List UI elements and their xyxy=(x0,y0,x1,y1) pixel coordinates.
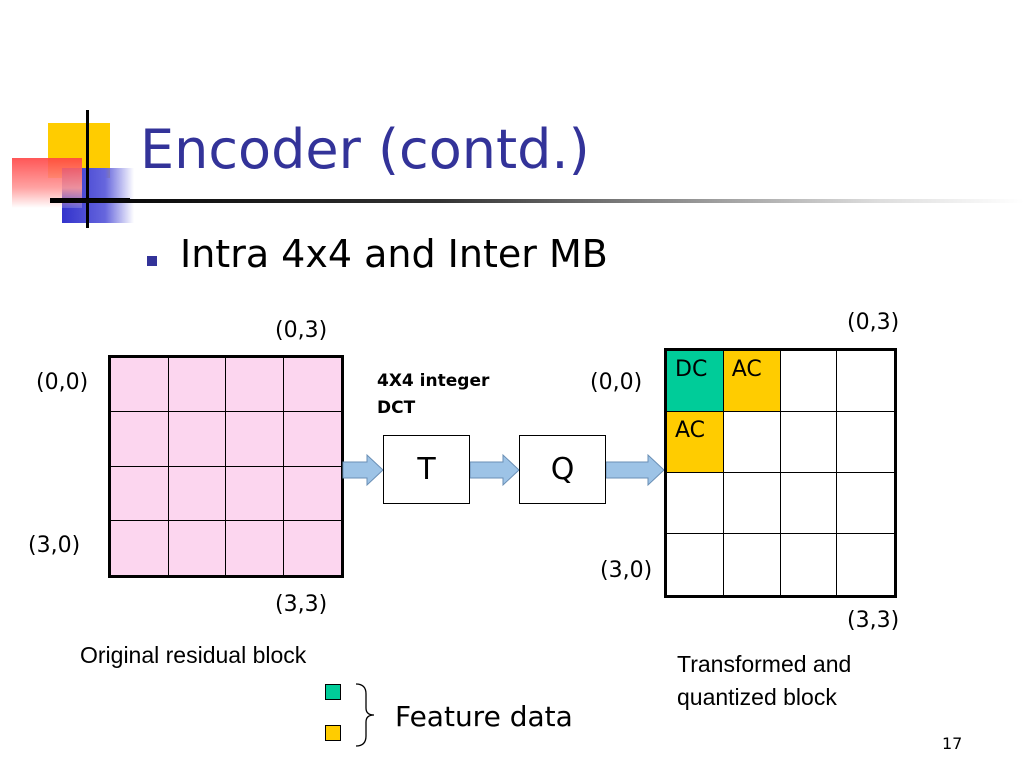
right-block-cell xyxy=(780,412,838,473)
right-block-cell xyxy=(780,473,838,534)
left-block-cell xyxy=(226,412,284,467)
left-label-bottom-left: (3,0) xyxy=(28,533,81,558)
right-label-bottom-left: (3,0) xyxy=(600,558,653,583)
left-block-cell xyxy=(226,520,284,575)
left-block-cell xyxy=(168,412,226,467)
right-block-cell xyxy=(837,473,894,534)
left-block-caption: Original residual block xyxy=(80,642,307,668)
transform-box: T xyxy=(383,435,470,504)
right-block-cell xyxy=(837,412,894,473)
right-block-cell xyxy=(837,351,894,412)
left-block-cell xyxy=(283,466,341,521)
right-label-top-left: (0,0) xyxy=(590,370,643,395)
legend-brace xyxy=(355,683,375,747)
ac-coefficient-cell: AC xyxy=(723,351,781,412)
right-label-bottom-right: (3,3) xyxy=(847,608,900,633)
left-block-cell xyxy=(111,466,169,521)
right-block-cell xyxy=(667,534,724,595)
left-block-cell xyxy=(226,358,284,413)
left-block-cell xyxy=(168,358,226,413)
right-block-cell xyxy=(780,534,838,595)
logo-vertical-line xyxy=(86,110,89,228)
arrow-quant-to-output xyxy=(605,453,665,487)
right-block-cell xyxy=(837,534,894,595)
left-block-cell xyxy=(168,466,226,521)
right-caption-line2: quantized block xyxy=(677,684,837,710)
left-label-top-left: (0,0) xyxy=(36,370,89,395)
ac-coefficient-cell: AC xyxy=(667,412,724,473)
arrow-block-to-transform xyxy=(342,453,384,487)
right-caption-line1: Transformed and xyxy=(677,651,852,677)
right-label-top-right: (0,3) xyxy=(847,310,900,335)
right-block-cell xyxy=(723,534,781,595)
title-underline xyxy=(50,199,1024,203)
legend-text: Feature data xyxy=(395,700,573,733)
right-block-cell xyxy=(780,351,838,412)
left-label-top-right: (0,3) xyxy=(275,318,328,343)
dct-label-line1: 4X4 integer xyxy=(377,371,490,391)
arrow-transform-to-quant xyxy=(469,453,520,487)
left-block-cell xyxy=(111,412,169,467)
left-block-cell xyxy=(168,520,226,575)
bullet-marker xyxy=(147,256,157,266)
left-block-cell xyxy=(111,358,169,413)
dc-coefficient-cell: DC xyxy=(667,351,724,412)
left-block-cell xyxy=(283,358,341,413)
slide-logo-decoration xyxy=(0,100,140,230)
bullet-text: Intra 4x4 and Inter MB xyxy=(180,232,608,276)
left-block-cell xyxy=(283,520,341,575)
right-block-cell xyxy=(723,473,781,534)
dct-label: 4X4 integer DCT xyxy=(377,368,489,422)
legend-dc-swatch xyxy=(325,684,341,700)
right-block-cell xyxy=(667,473,724,534)
right-block-caption: Transformed and quantized block xyxy=(677,648,851,714)
page-number: 17 xyxy=(942,734,963,753)
left-block-cell xyxy=(226,466,284,521)
right-block-cell xyxy=(723,412,781,473)
left-label-bottom-right: (3,3) xyxy=(275,592,328,617)
left-block-cell xyxy=(111,520,169,575)
left-block-cell xyxy=(283,412,341,467)
dct-label-line2: DCT xyxy=(377,398,416,418)
page-title: Encoder (contd.) xyxy=(140,118,590,181)
legend-ac-swatch xyxy=(325,725,341,741)
quantization-box: Q xyxy=(519,435,606,504)
